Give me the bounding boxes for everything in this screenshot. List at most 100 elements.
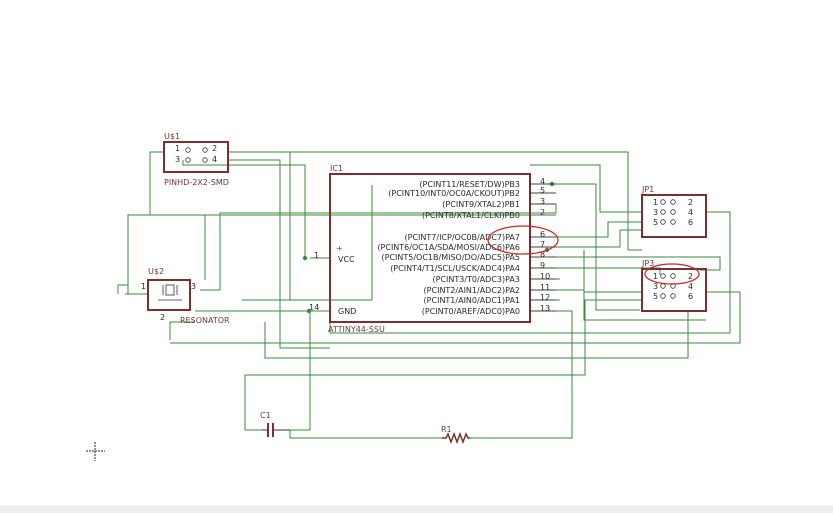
pad-icon (202, 147, 208, 153)
pad-icon (670, 199, 676, 205)
wire-u1-pin3 (182, 160, 306, 258)
ic-right-pins: (PCINT11/RESET/DW)PB3 4 (PCINT10/INT0/OC0A… (377, 177, 556, 316)
annotations (487, 225, 700, 285)
ic-pin-label: (PCINT11/RESET/DW)PB3 (419, 180, 520, 189)
ic-pin-label: (PCINT5/OC1B/MISO/DO/ADC5)PA5 (382, 253, 521, 262)
pin-number: 2 (160, 313, 165, 322)
crystal-icon (165, 284, 175, 296)
part-r1[interactable]: R1 (441, 425, 470, 445)
part-ic1[interactable]: IC1 + VCC GND 1 14 (PCINT11/RESET/DW)PB3… (309, 164, 556, 334)
ic-pin-label: (PCINT3/T0/ADC3)PA3 (432, 275, 520, 284)
part-c1[interactable]: C1 (260, 411, 290, 437)
ic-pin-number: 5 (540, 186, 545, 195)
pin-number: 3 (175, 155, 180, 164)
jp3-outline (641, 268, 707, 312)
pad-icon (660, 209, 666, 215)
part-name: ATTINY44-SSU (328, 325, 385, 334)
part-ref: JP1 (641, 185, 654, 194)
vcc-plus: + (336, 244, 343, 253)
vcc-label: VCC (338, 255, 355, 264)
gnd-label: GND (338, 307, 356, 316)
junction-dot (306, 308, 312, 314)
pad-icon (660, 219, 666, 225)
junction-dot (302, 255, 308, 261)
wire-cap-top (244, 299, 642, 430)
pad-icon (660, 293, 666, 299)
part-name: PINHD-2X2-SMD (164, 178, 229, 187)
pin-number: 4 (212, 155, 217, 164)
ic-pin-label: (PCINT1/AIN0/ADC1)PA1 (424, 296, 520, 305)
pin-number: 5 (653, 292, 658, 301)
jp1-outline (641, 194, 707, 238)
highlight-ellipse (487, 225, 559, 255)
pin-number: 2 (688, 272, 693, 281)
wire-jp-link (583, 250, 706, 321)
wire-jp3-bottom (264, 310, 689, 359)
ic-pin-number: 4 (540, 177, 545, 186)
wire-u1-pin1 (149, 151, 164, 215)
pin-number: 3 (653, 208, 658, 217)
wire-pa5 (530, 256, 721, 271)
pad-icon (670, 273, 676, 279)
pad-icon (660, 283, 666, 289)
pad-icon (660, 199, 666, 205)
ic-pin-label: (PCINT8/XTAL1/CLKI)PB0 (422, 211, 520, 220)
wire-r1-right (470, 310, 573, 439)
pin-number: 6 (688, 218, 693, 227)
ic-pin-label: (PCINT7/ICP/OC0B/ADC7)PA7 (405, 233, 520, 242)
pin-number: 4 (688, 282, 693, 291)
wire-gnd-long (169, 321, 195, 340)
pad-icon (185, 147, 191, 153)
part-name: RESONATOR (180, 316, 230, 325)
pin-number: 2 (212, 144, 217, 153)
ic-pin-number: 12 (540, 293, 550, 302)
ic-pin-number: 13 (540, 304, 550, 313)
ic-pin-label: (PCINT6/OC1A/SDA/MOSI/ADC6)PA6 (377, 243, 520, 252)
part-ref: R1 (441, 425, 452, 434)
part-ref: U$1 (164, 132, 180, 141)
ic-pin-number: 6 (540, 230, 545, 239)
wire-gnd-branch (242, 185, 373, 301)
pin-number: 5 (653, 218, 658, 227)
wire-pa6 (530, 229, 642, 248)
wire-left-stub (117, 284, 128, 294)
ic-pin-label: (PCINT10/INT0/OC0A/CKOUT)PB2 (388, 189, 520, 198)
highlight-ellipse (644, 263, 700, 285)
ic-outline (329, 173, 531, 323)
crosshair-cursor-icon (86, 442, 105, 461)
gnd-pin-number: 14 (309, 303, 319, 312)
pad-icon (670, 293, 676, 299)
resistor-icon (442, 431, 470, 445)
wire-pa7 (530, 221, 642, 238)
part-u2[interactable]: U$2 1 2 3 RESONATOR (141, 267, 230, 325)
part-ref: JP3 (641, 259, 654, 268)
pad-icon (202, 157, 208, 163)
ic-pin-number: 10 (540, 272, 550, 281)
ic-pin-number: 7 (540, 240, 545, 249)
pad-icon (660, 273, 666, 279)
wire-pb3-b (530, 164, 642, 213)
ic-pin-number: 11 (540, 283, 550, 292)
part-ref: U$2 (148, 267, 164, 276)
pin-number: 3 (191, 282, 196, 291)
pad-icon (670, 219, 676, 225)
ic-pin-label: (PCINT2/AIN1/ADC2)PA2 (424, 286, 520, 295)
wire-u1-right (228, 159, 330, 349)
status-strip (0, 505, 833, 513)
pin-number: 1 (141, 282, 146, 291)
wire-gnd-left (195, 310, 311, 431)
part-u1[interactable]: U$1 1 2 3 4 PINHD-2X2-SMD (163, 132, 229, 187)
part-ref: IC1 (330, 164, 343, 173)
pin-number: 1 (653, 198, 658, 207)
wire-r1 (289, 430, 442, 439)
wire-jp1-right (329, 211, 731, 334)
wire-bottom-bus (170, 291, 741, 344)
pad-icon (185, 157, 191, 163)
pin-number: 1 (653, 272, 658, 281)
ic-pin-number: 8 (540, 250, 545, 259)
ic-pin-label: (PCINT4/T1/SCL/USCK/ADC4)PA4 (390, 264, 520, 273)
